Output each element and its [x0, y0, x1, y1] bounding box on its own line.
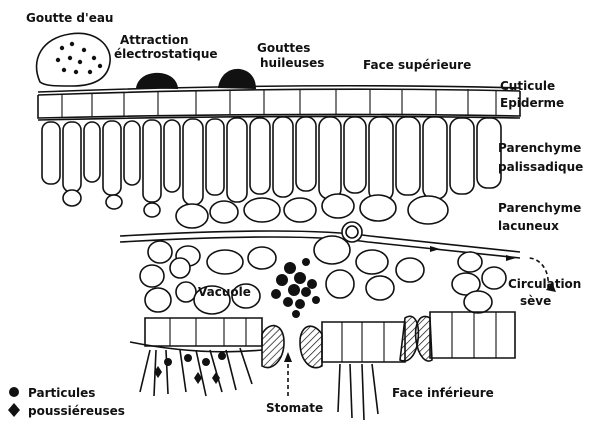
label-face-superieure: Face supérieure [363, 58, 471, 72]
label-parenchyme-palissadique-1: Parenchyme [498, 141, 581, 155]
label-cuticule: Cuticule [500, 79, 555, 93]
label-seve: sève [520, 294, 551, 308]
label-parenchyme-lacuneux-1: Parenchyme [498, 201, 581, 215]
water-drop [37, 33, 111, 86]
lower-trichomes-right [338, 364, 378, 420]
label-stomate: Stomate [266, 401, 323, 415]
upper-epidermis [38, 89, 520, 120]
label-circulation: Circulation [508, 277, 581, 291]
label-attraction: Attraction [120, 33, 189, 47]
legend-diamond-icon [8, 403, 20, 417]
label-parenchyme-palissadique-2: palissadique [498, 160, 583, 174]
label-parenchyme-lacuneux-2: lacuneux [498, 219, 559, 233]
cuticle-layer [38, 86, 520, 95]
lower-epidermis [145, 312, 515, 362]
lower-trichomes-left [130, 342, 262, 396]
label-electrostatique: électrostatique [114, 47, 218, 61]
legend-circle-icon [9, 387, 19, 397]
dust-particle-cluster [271, 258, 320, 318]
label-vacuole: Vacuole [198, 285, 251, 299]
label-face-inferieure: Face inférieure [392, 386, 494, 400]
label-goutte-eau: Goutte d'eau [26, 11, 113, 25]
label-huileuses: huileuses [260, 56, 324, 70]
spongy-parenchyma [120, 194, 556, 314]
stomate-arrow [284, 352, 292, 396]
label-gouttes: Gouttes [257, 41, 310, 55]
label-epiderme: Epiderme [500, 96, 564, 110]
legend [8, 387, 20, 417]
label-particules: Particules [28, 386, 95, 400]
label-poussiereuses: poussiéreuses [28, 404, 125, 418]
